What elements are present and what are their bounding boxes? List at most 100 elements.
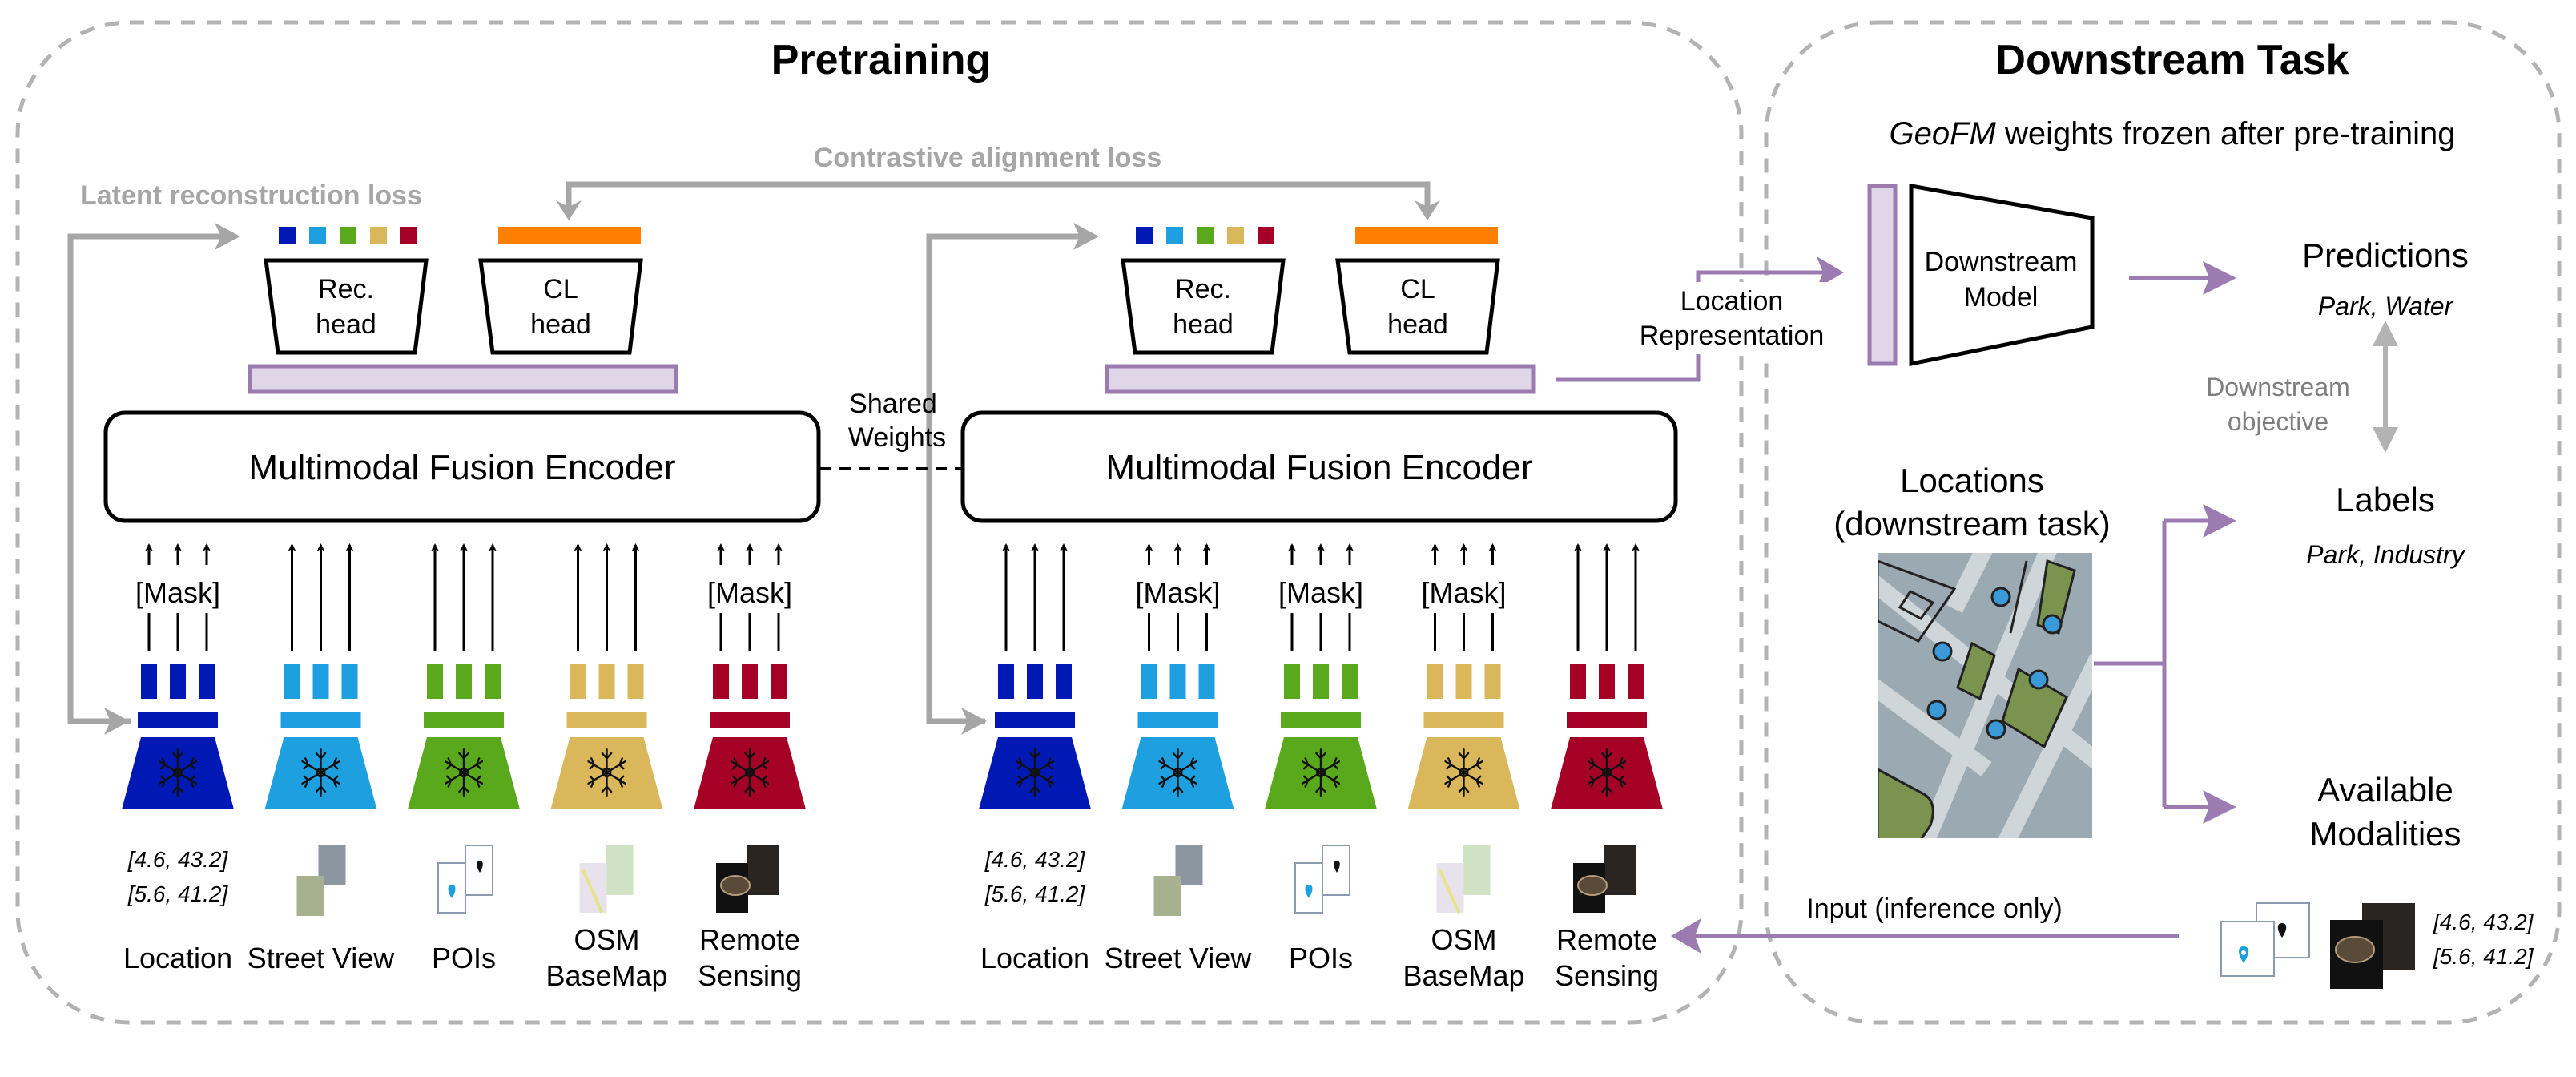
modality-pooled-token-location [995, 712, 1075, 728]
contrastive-loss-connector [566, 181, 1431, 210]
rec-head-label-line2: head [1173, 309, 1234, 340]
modality-token-location [1056, 664, 1072, 699]
labels-values: Park, Industry [2306, 540, 2465, 569]
latent-loss-arrowhead-2 [1073, 223, 1099, 250]
modality-token-street-view [341, 664, 358, 699]
frozen-note-rest: weights frozen after pre-training [1996, 116, 2456, 151]
reconstruction-token-osm-basemap [370, 227, 387, 244]
inference-remote-sensing-icon [2330, 903, 2415, 989]
modality-token-osm-basemap [598, 664, 615, 699]
modality-label-street-view: Street View [1105, 942, 1252, 974]
map-pin-icon [448, 885, 456, 898]
inference-coord-line1: [4.6, 43.2] [2433, 910, 2534, 934]
modality-pooled-token-osm-basemap [1423, 712, 1504, 728]
latent-reconstruction-loss-label: Latent reconstruction loss [80, 180, 422, 211]
modality-pooled-token-street-view [280, 712, 361, 728]
street-view-photo-icon [1153, 876, 1181, 916]
modality-token-remote-sensing [742, 664, 758, 699]
modality-label-remote-sensing-line1: Remote [1556, 923, 1657, 956]
pretraining-section [15, 20, 1744, 1025]
predictions-arrowhead [2203, 261, 2236, 295]
downstream-title: Downstream Task [1995, 37, 2349, 83]
encoder-label: Multimodal Fusion Encoder [248, 448, 675, 487]
location-representation-label-bg [1652, 282, 1836, 354]
contrastive-arrowhead-right [1415, 200, 1440, 220]
location-embedding-bar [248, 364, 678, 394]
latent-loss-loop-1 [67, 233, 224, 724]
modality-token-street-view [1198, 664, 1215, 699]
cl-head-label-line2: head [1387, 309, 1448, 340]
modality-token-pois [427, 664, 443, 699]
street-view-photo-icon [296, 876, 324, 916]
contrastive-token [1355, 227, 1498, 244]
predictions-label: Predictions [2302, 236, 2469, 274]
modality-pooled-token-osm-basemap [566, 712, 647, 728]
location-representation-arrowhead [1817, 256, 1844, 288]
shared-weights-label-line2: Weights [848, 422, 946, 453]
labels-arrowhead [2203, 504, 2236, 538]
modality-token-location [1027, 664, 1043, 699]
modality-token-remote-sensing [1628, 664, 1644, 699]
objective-line2: objective [2228, 407, 2328, 436]
satellite-island-icon [720, 875, 751, 896]
reconstruction-token-location [279, 227, 296, 244]
location-coord-line1: [4.6, 43.2] [127, 847, 229, 872]
locations-line1: Locations [1900, 462, 2044, 499]
locations-map-icon [1878, 553, 2092, 838]
osm-tile-icon [1463, 845, 1491, 895]
rec-head-block [1121, 258, 1286, 355]
downstream-section [1764, 20, 2562, 1025]
rec-head-label-line1: Rec. [318, 274, 374, 305]
osm-road-icon [1438, 869, 1461, 914]
osm-tile-icon [606, 845, 634, 895]
modality-token-street-view [312, 664, 329, 699]
modality-token-remote-sensing [1570, 664, 1586, 699]
map-pin-icon [1305, 885, 1313, 898]
shared-weights-label-line1: Shared [849, 389, 937, 419]
predictions-values: Park, Water [2318, 292, 2454, 321]
labels-label: Labels [2336, 481, 2435, 518]
reconstruction-token-street-view [309, 227, 326, 244]
reconstruction-token-remote-sensing [1258, 227, 1274, 244]
modality-label-remote-sensing-line2: Sensing [698, 959, 802, 992]
cl-head-block [1335, 258, 1500, 355]
mask-label: [Mask] [1421, 576, 1506, 609]
reconstruction-token-location [1136, 227, 1153, 244]
osm-road-icon [581, 869, 604, 914]
modality-label-osm-basemap-line1: OSM [574, 923, 639, 956]
modality-label-osm-basemap-line1: OSM [1431, 923, 1496, 956]
location-coord-line1: [4.6, 43.2] [984, 847, 1086, 872]
downstream-model-line2: Model [1964, 282, 2039, 313]
location-representation-line2: Representation [1640, 321, 1825, 351]
latent-loss-arrowhead-1 [215, 223, 240, 250]
location-embedding-bar [1105, 364, 1536, 394]
modality-token-street-view [284, 664, 300, 699]
modality-token-pois [456, 664, 472, 699]
satellite-tile-icon [1604, 845, 1636, 895]
contrastive-token [498, 227, 641, 244]
modality-pooled-token-pois [424, 712, 504, 728]
encoder-label: Multimodal Fusion Encoder [1105, 448, 1532, 487]
map-pin-icon [1334, 861, 1340, 873]
location-representation-line1: Location [1680, 286, 1784, 317]
contrastive-arrowhead-left [556, 200, 582, 220]
multimodal-fusion-encoder [960, 410, 1678, 523]
modality-token-remote-sensing [771, 664, 787, 699]
reconstruction-token-remote-sensing [400, 227, 417, 244]
modality-token-street-view [1169, 664, 1186, 699]
available-modalities-line1: Available [2317, 771, 2453, 809]
frozen-weights-note: GeoFM weights frozen after pre-training [1890, 116, 2456, 151]
objective-arrowhead-up [2373, 321, 2398, 346]
downstream-model-block [1909, 184, 2095, 367]
downstream-location-embedding [1867, 184, 1898, 366]
reconstruction-token-pois [1197, 227, 1214, 244]
modality-token-pois [1313, 664, 1329, 699]
tokenizer-arrowhead-1 [104, 708, 130, 735]
modality-token-location [141, 664, 157, 699]
tokenizer-arrowhead-2 [961, 708, 987, 735]
contrastive-alignment-loss-label: Contrastive alignment loss [814, 143, 1162, 173]
map-pin-icon [477, 861, 483, 873]
geofm-name: GeoFM [1890, 116, 1997, 151]
